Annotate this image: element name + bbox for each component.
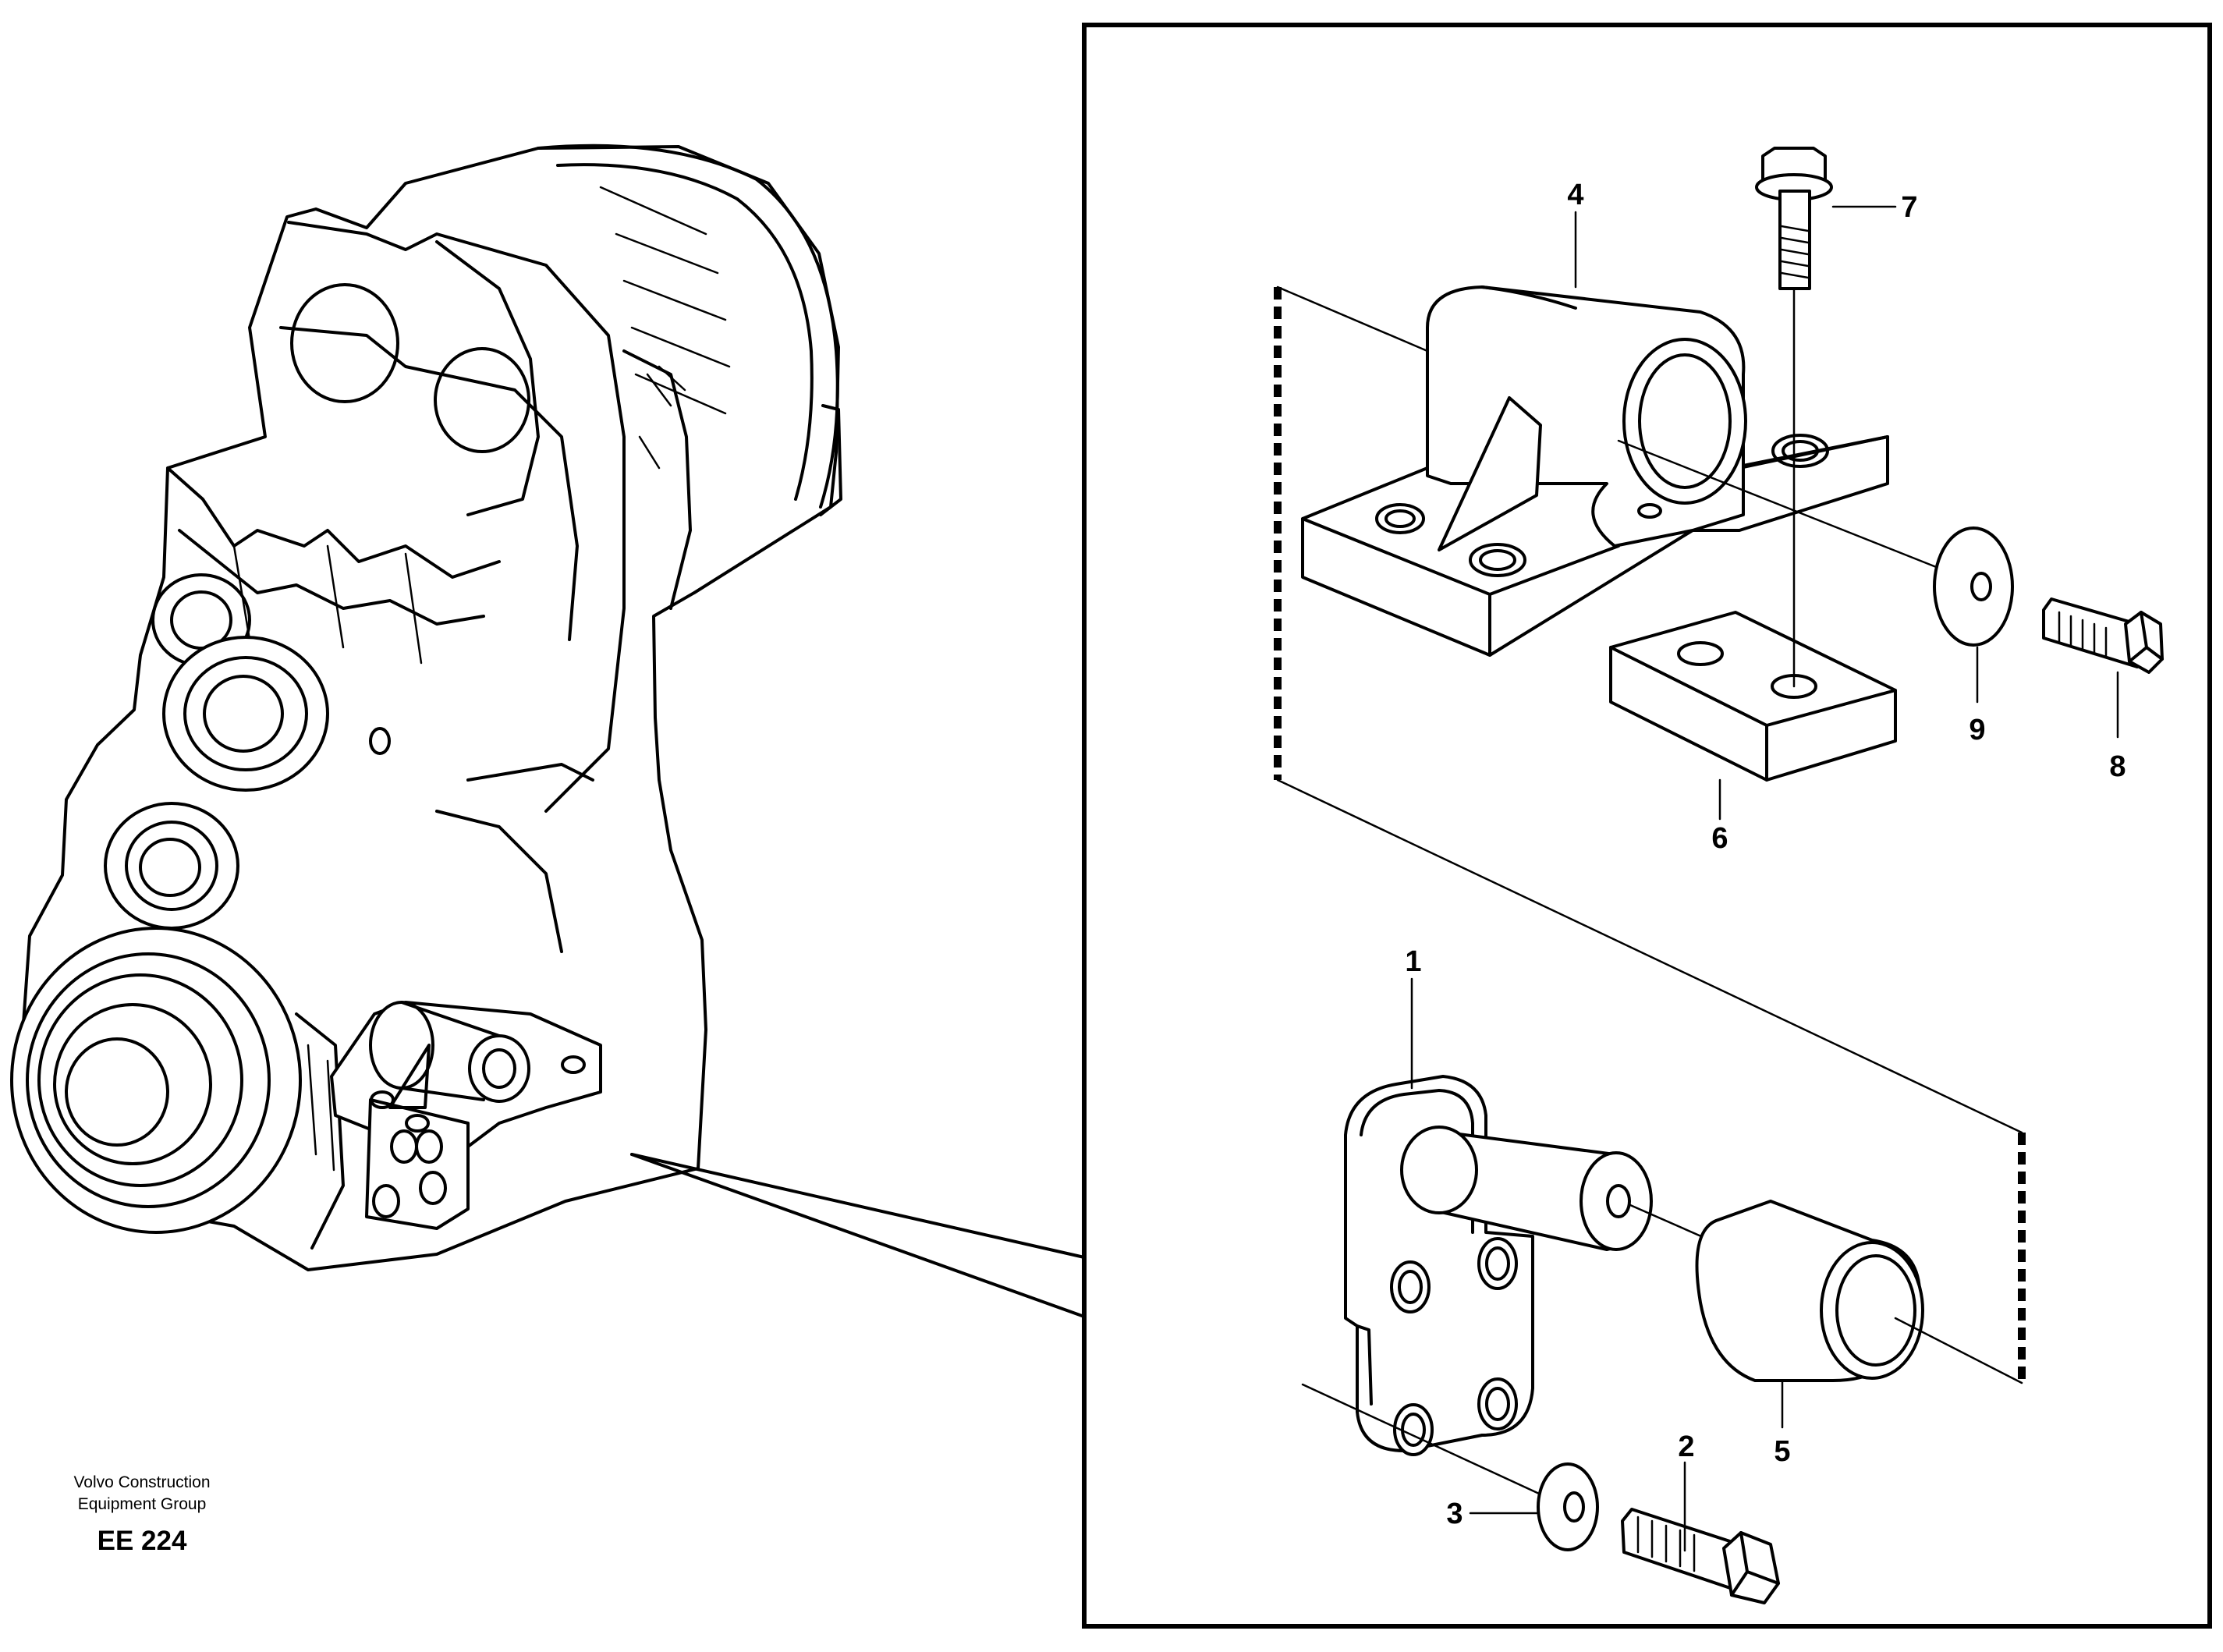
callout-9: 9 xyxy=(1969,714,1985,746)
callouts: 1 2 3 4 5 6 7 8 9 xyxy=(1405,179,2126,1530)
part-bushing xyxy=(1695,1200,2023,1384)
mounting-plane xyxy=(1274,285,2026,1383)
detail-frame xyxy=(1082,23,2212,1629)
callout-3: 3 xyxy=(1446,1498,1462,1530)
callout-1: 1 xyxy=(1405,945,1421,978)
part-washer-lower xyxy=(1537,1462,1599,1551)
leader-lines xyxy=(1410,205,2119,1552)
brand-line-1: Volvo Construction xyxy=(73,1473,210,1491)
part-washer-upper xyxy=(1933,526,2014,647)
callout-6: 6 xyxy=(1711,822,1728,855)
part-spacer-block xyxy=(1609,279,1897,782)
brand-block: Volvo Construction Equipment Group EE 22… xyxy=(73,1473,210,1556)
part-bolt-lower xyxy=(1621,1508,1780,1604)
brand-line-2: Equipment Group xyxy=(78,1495,207,1513)
callout-5: 5 xyxy=(1774,1435,1790,1468)
gearbox-housing xyxy=(10,144,842,1271)
illustration-code: EE 224 xyxy=(98,1526,187,1556)
part-bolt-horizontal xyxy=(2042,597,2164,674)
callout-8: 8 xyxy=(2109,750,2126,783)
part-pin-plate xyxy=(1301,1075,1729,1508)
zoom-lines xyxy=(630,1153,1086,1318)
callout-4: 4 xyxy=(1567,179,1583,211)
part-bolt-vertical xyxy=(1755,147,1833,290)
part-bracket-upper xyxy=(1301,285,1963,657)
callout-2: 2 xyxy=(1678,1430,1694,1463)
callout-7: 7 xyxy=(1901,191,1917,224)
